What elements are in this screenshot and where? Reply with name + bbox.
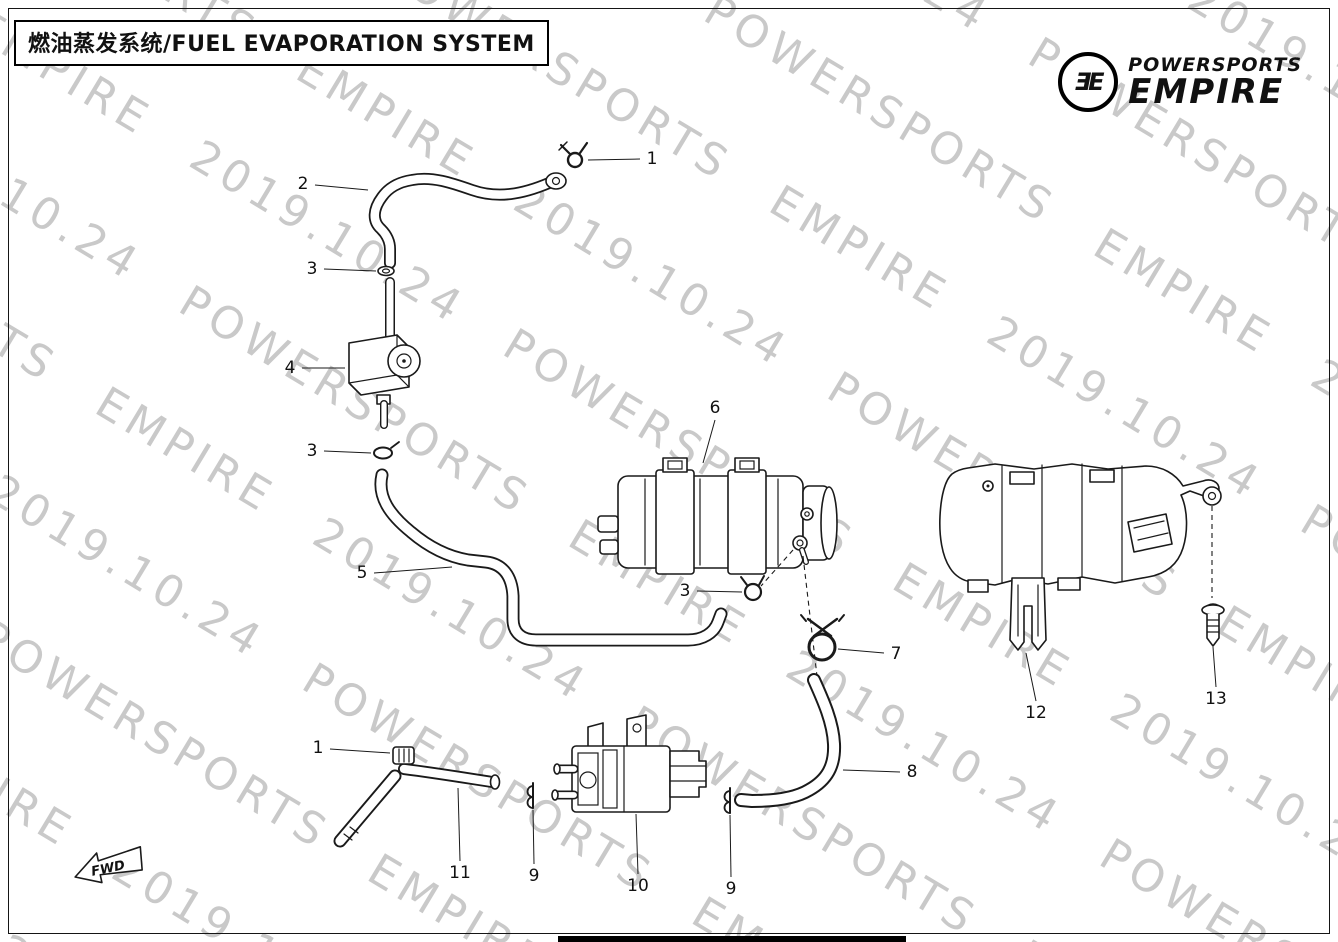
callout-3: 3: [307, 259, 377, 279]
svg-text:1: 1: [313, 738, 324, 758]
part-3-clamp-c: [740, 575, 765, 602]
svg-text:12: 12: [1025, 703, 1047, 723]
svg-text:9: 9: [529, 866, 540, 886]
part-9-clip-b: [723, 787, 731, 814]
brand-emblem-letters: ƎE: [1074, 68, 1105, 96]
part-7-spring-clamp: [800, 614, 845, 662]
svg-text:1: 1: [647, 149, 658, 169]
part-1-grommet: [392, 746, 415, 765]
part-1-clamp-top: [558, 141, 589, 169]
part-8-hose: [734, 673, 842, 808]
svg-text:4: 4: [285, 358, 296, 378]
callout-3: 3: [680, 581, 743, 601]
svg-text:11: 11: [449, 863, 471, 883]
brand-name-top: POWERSPORTS: [1128, 53, 1302, 76]
callout-11: 11: [449, 787, 471, 883]
page-bottom-mark: [558, 936, 906, 942]
brand-emblem-icon: ƎE: [1058, 52, 1119, 112]
callout-1: 1: [313, 738, 391, 758]
part-2-hose: [368, 172, 567, 269]
part-5-hose: [374, 468, 728, 647]
callout-12: 12: [1025, 652, 1047, 723]
callout-13: 13: [1205, 646, 1227, 709]
svg-text:3: 3: [680, 581, 691, 601]
svg-text:9: 9: [726, 879, 737, 899]
brand-logo-text: POWERSPORTS EMPIRE: [1128, 53, 1302, 113]
part-4-valve: [348, 334, 421, 429]
brand-logo: ƎE POWERSPORTS EMPIRE: [1058, 52, 1302, 112]
callout-7: 7: [837, 644, 902, 664]
svg-text:10: 10: [627, 876, 649, 896]
callout-5: 5: [357, 563, 453, 583]
callout-9: 9: [726, 814, 737, 899]
callout-4: 4: [285, 358, 345, 378]
svg-text:2: 2: [298, 174, 309, 194]
part-13-screw: [1201, 603, 1225, 647]
part-3-washer-a: [377, 265, 395, 277]
callout-1: 1: [587, 149, 658, 169]
svg-text:6: 6: [710, 398, 721, 418]
part-9-clip-a: [526, 782, 534, 809]
svg-text:8: 8: [907, 762, 918, 782]
part-3-clip-b: [373, 441, 400, 460]
part-11-hose: [333, 763, 501, 848]
callout-3: 3: [307, 441, 372, 461]
page-title-text: 燃油蒸发系统/FUEL EVAPORATION SYSTEM: [28, 32, 535, 57]
callout-6: 6: [702, 398, 721, 464]
svg-text:3: 3: [307, 441, 318, 461]
svg-text:3: 3: [307, 259, 318, 279]
callout-2: 2: [298, 174, 369, 194]
svg-text:7: 7: [891, 644, 902, 664]
bracket-upper: [939, 463, 1222, 593]
part-10-valve-assembly: [551, 714, 707, 813]
callout-9: 9: [529, 809, 540, 886]
callout-8: 8: [842, 762, 918, 782]
fwd-label: FWD: [90, 858, 127, 880]
callout-10: 10: [627, 813, 649, 896]
fwd-arrow: FWD: [74, 846, 143, 884]
part-6-canister: [597, 457, 838, 575]
brand-name-bottom: EMPIRE: [1128, 72, 1285, 113]
part-12-bracket-lower: [1009, 577, 1047, 651]
page-title: 燃油蒸发系统/FUEL EVAPORATION SYSTEM: [14, 20, 549, 66]
svg-text:5: 5: [357, 563, 368, 583]
svg-text:13: 13: [1205, 689, 1227, 709]
